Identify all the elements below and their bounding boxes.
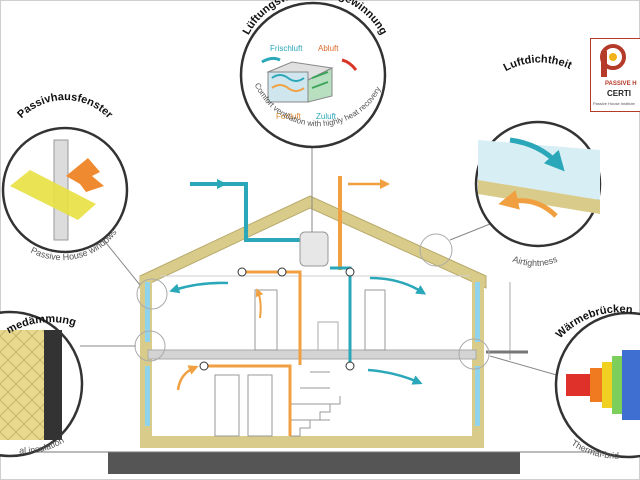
door-lower-2 — [247, 374, 273, 437]
certificate-line1: PASSIVE H — [605, 81, 637, 87]
base-slab — [140, 436, 484, 448]
connector-thermal — [489, 355, 561, 377]
window-left-upper — [145, 282, 150, 342]
heat-recovery-unit — [299, 231, 329, 267]
vent-valve — [237, 267, 247, 277]
seal-layer-icon — [478, 180, 600, 214]
focus-thermal — [458, 338, 490, 370]
callout-airtight — [474, 120, 602, 248]
heat-exchanger-icon — [266, 61, 334, 103]
cold-zone-icon — [622, 350, 640, 420]
arrow-supply-left — [169, 281, 229, 294]
house — [139, 195, 528, 448]
title-airtight-de-path: Luftdichtheit — [502, 53, 574, 74]
label-outgoing-air: Fortluft — [276, 112, 302, 121]
vent-valve — [199, 361, 209, 371]
vent-valve — [345, 267, 355, 277]
title-airtight-en: Airtightness — [511, 254, 559, 268]
mild-zone-icon — [602, 362, 612, 408]
title-windows-de-path: Passivhausfenster — [15, 91, 115, 121]
focus-airtight — [419, 233, 453, 267]
warm-zone-icon — [590, 368, 602, 402]
airflow-orange-icon — [498, 190, 558, 218]
certificate-line3: Passive House Institute — [593, 101, 635, 106]
certificate-logo-icon — [600, 44, 626, 77]
focus-window — [136, 278, 168, 310]
arrow-supply-right — [369, 276, 427, 295]
airflow-blue-icon — [509, 137, 565, 172]
exhaust-air-icon — [341, 58, 358, 71]
cabinet — [317, 321, 339, 351]
floor-slab — [147, 349, 477, 360]
callout-connectors — [80, 130, 561, 377]
certificate-badge: PASSIVE H CERTI Passive House Institute — [590, 38, 640, 112]
callout-windows — [1, 126, 129, 254]
sun-beam-icon — [10, 170, 96, 220]
window-right-lower — [475, 366, 480, 426]
door-upper-1 — [254, 289, 278, 351]
vent-valve — [277, 267, 287, 277]
ducts — [190, 176, 355, 436]
exhaust-duct-upper — [242, 270, 302, 365]
callout-ventilation: Frischluft Abluft Fortluft Zuluft — [239, 1, 387, 149]
label-exhaust-air: Abluft — [318, 44, 339, 53]
window-left-lower — [145, 366, 150, 426]
title-airtight-en-path: Airtightness — [511, 254, 559, 268]
door-upper-2 — [364, 289, 386, 351]
door-lower-1 — [214, 374, 240, 437]
callout-insulation — [0, 310, 84, 458]
callout-thermal — [554, 311, 640, 459]
title-windows-de: Passivhausfenster — [15, 91, 115, 121]
title-airtight-de: Luftdichtheit — [502, 53, 574, 74]
arrow-exhaust-lower — [176, 365, 199, 391]
heat-zone-icon — [566, 374, 590, 396]
cool-zone-icon — [612, 356, 622, 414]
arrow-supply-lower — [367, 368, 423, 385]
certificate-line2: CERTI — [607, 89, 631, 98]
window-right-upper — [475, 282, 480, 342]
exhaust-duct-lower — [204, 364, 292, 436]
fresh-air-icon — [261, 56, 281, 64]
wall-layer-icon — [44, 330, 62, 440]
arrow-exhaust-upper — [255, 288, 264, 319]
focus-insulation — [134, 330, 166, 362]
insulation-icon — [0, 330, 44, 440]
stairs — [290, 371, 341, 437]
label-supply-air: Zuluft — [316, 112, 337, 121]
heat-arrow-icon — [66, 158, 104, 192]
label-fresh-air: Frischluft — [270, 44, 303, 53]
ground-slab — [108, 452, 520, 474]
airflow-arrows — [169, 179, 427, 391]
vent-valve — [345, 361, 355, 371]
